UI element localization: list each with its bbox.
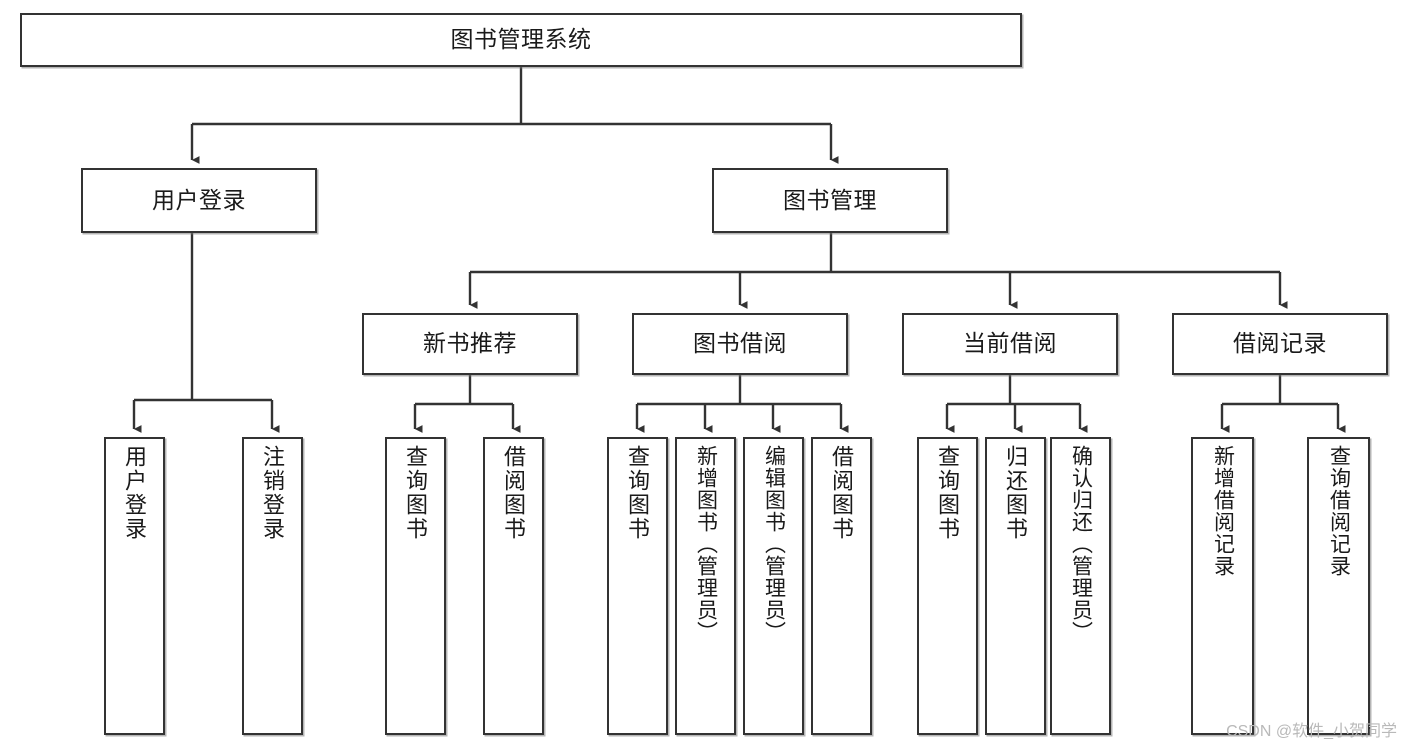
node-leaf-user-login-label: 用户登录 [122,445,148,541]
node-current-borrow[interactable]: 当前借阅 [902,313,1118,375]
node-leaf-query-book-3-label: 查询图书 [935,445,961,541]
node-leaf-borrow-book-1[interactable]: 借阅图书 [483,437,544,735]
node-leaf-query-book-1[interactable]: 查询图书 [385,437,446,735]
node-leaf-confirm-return-admin[interactable]: 确认归还（管理员） [1050,437,1111,735]
node-leaf-add-book-admin-label: 新增图书（管理员） [694,445,718,643]
node-leaf-query-borrow-record-label: 查询借阅记录 [1327,445,1351,577]
node-leaf-add-borrow-record-label: 新增借阅记录 [1211,445,1235,577]
node-root-label: 图书管理系统 [450,26,592,53]
node-leaf-return-book-label: 归还图书 [1003,445,1029,541]
node-leaf-return-book[interactable]: 归还图书 [985,437,1046,735]
node-book-borrow[interactable]: 图书借阅 [632,313,848,375]
node-leaf-add-book-admin[interactable]: 新增图书（管理员） [675,437,736,735]
node-leaf-edit-book-admin[interactable]: 编辑图书（管理员） [743,437,804,735]
node-leaf-query-book-3[interactable]: 查询图书 [917,437,978,735]
node-new-book-recommend-label: 新书推荐 [423,330,517,357]
node-leaf-query-book-2[interactable]: 查询图书 [607,437,668,735]
node-book-borrow-label: 图书借阅 [693,330,787,357]
node-leaf-query-borrow-record[interactable]: 查询借阅记录 [1307,437,1370,735]
node-current-borrow-label: 当前借阅 [963,330,1057,357]
node-borrow-record-label: 借阅记录 [1233,330,1327,357]
node-new-book-recommend[interactable]: 新书推荐 [362,313,578,375]
node-user-login[interactable]: 用户登录 [81,168,317,233]
node-leaf-query-book-2-label: 查询图书 [625,445,651,541]
node-user-login-label: 用户登录 [152,186,246,213]
node-leaf-query-book-1-label: 查询图书 [403,445,429,541]
node-leaf-confirm-return-admin-label: 确认归还（管理员） [1069,445,1093,643]
node-root[interactable]: 图书管理系统 [20,13,1022,67]
node-book-management-label: 图书管理 [783,186,877,213]
node-leaf-borrow-book-1-label: 借阅图书 [501,445,527,541]
node-leaf-logout-label: 注销登录 [260,445,286,541]
node-leaf-logout[interactable]: 注销登录 [242,437,303,735]
node-leaf-add-borrow-record[interactable]: 新增借阅记录 [1191,437,1254,735]
csdn-watermark: CSDN @软件_小贺同学 [1226,723,1397,740]
node-leaf-edit-book-admin-label: 编辑图书（管理员） [762,445,786,643]
node-leaf-borrow-book-2[interactable]: 借阅图书 [811,437,872,735]
node-leaf-user-login[interactable]: 用户登录 [104,437,165,735]
node-book-management[interactable]: 图书管理 [712,168,948,233]
node-borrow-record[interactable]: 借阅记录 [1172,313,1388,375]
node-leaf-borrow-book-2-label: 借阅图书 [829,445,855,541]
